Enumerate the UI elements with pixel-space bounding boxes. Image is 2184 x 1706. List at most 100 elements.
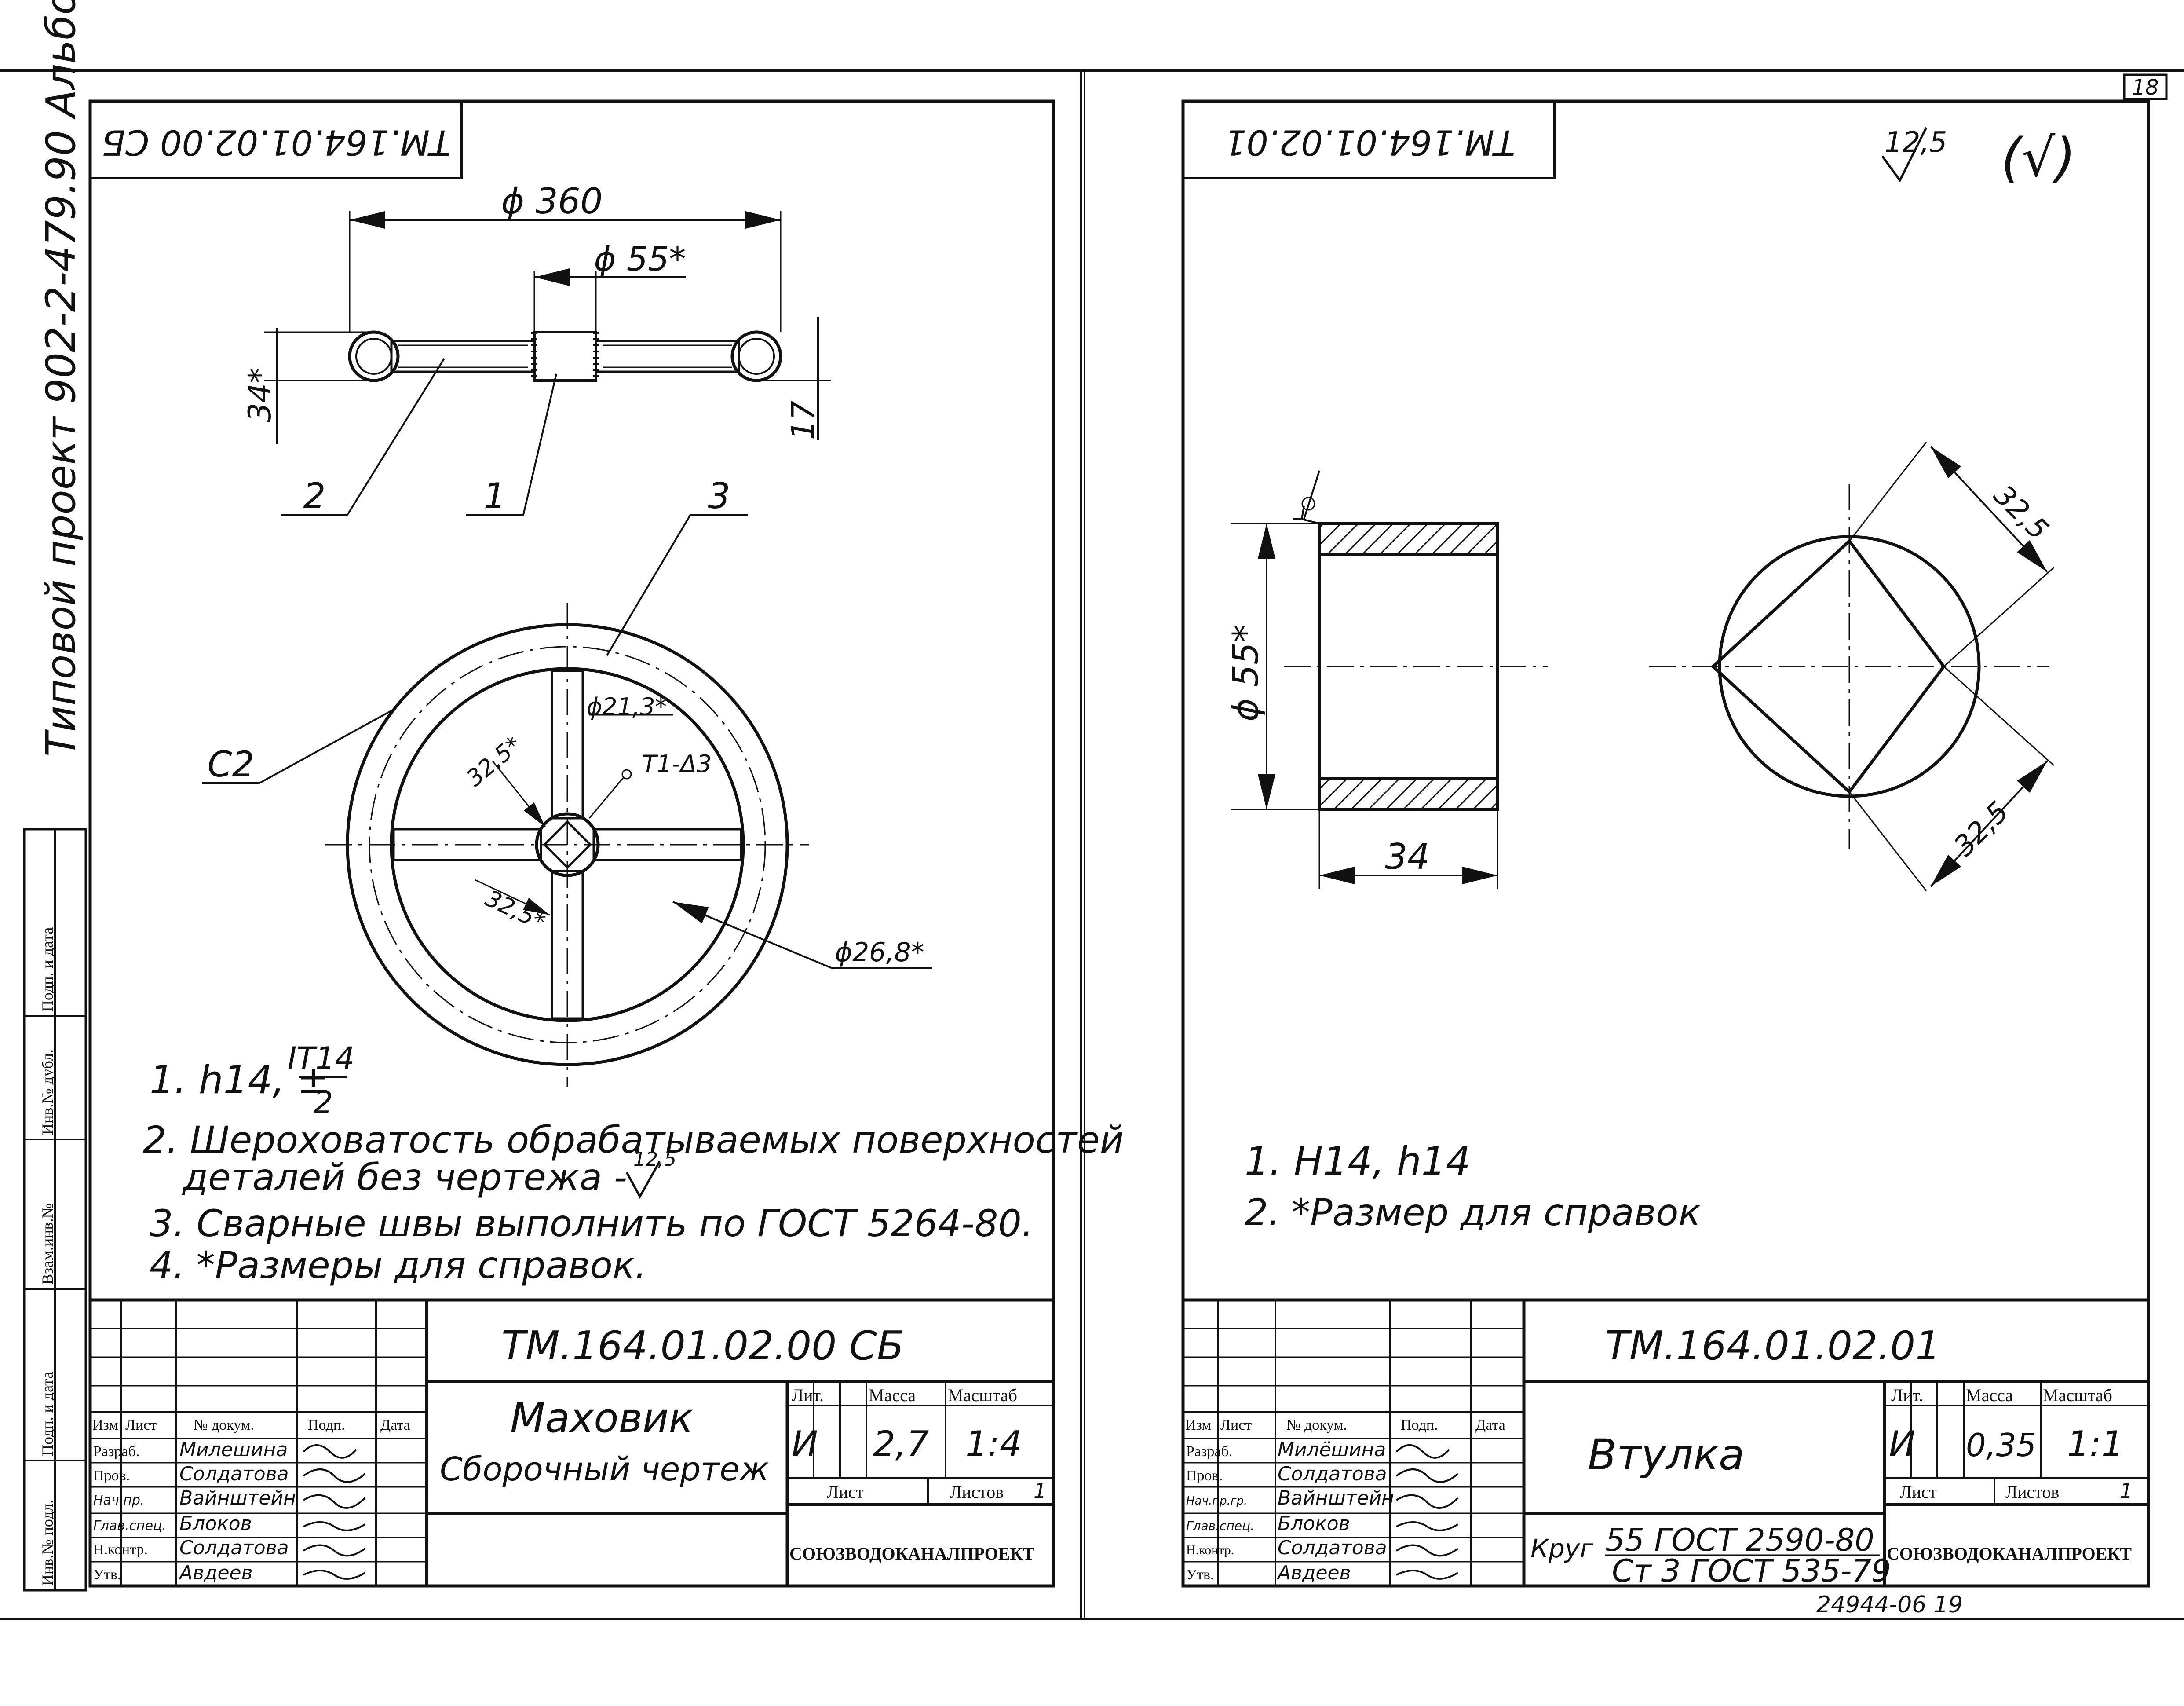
tb2-role-1: Разраб. bbox=[1186, 1443, 1232, 1460]
margin-label-3: Взам.инв.№ bbox=[39, 1203, 56, 1285]
tb2-lit-label: Лит. bbox=[1891, 1385, 1923, 1405]
dim-d213: ϕ21,3* bbox=[587, 693, 667, 721]
dim-h17: 17 bbox=[785, 401, 821, 440]
tb2-mass-label: Масса bbox=[1966, 1385, 2013, 1405]
tb2-mass: 0,35 bbox=[1966, 1427, 2036, 1464]
tb2-lit: И bbox=[1889, 1424, 1915, 1464]
tb1-role-4: Глав.спец. bbox=[93, 1518, 166, 1534]
tb1-name-5: Солдатова bbox=[179, 1537, 289, 1559]
tb1-hdr-doc: № докум. bbox=[194, 1417, 254, 1433]
tb2-org: СОЮЗВОДОКАНАЛПРОЕКТ bbox=[1887, 1544, 2132, 1563]
tb2-material-3: Ст 3 ГОСТ 535-79 bbox=[1612, 1553, 1891, 1589]
tb1-hdr-list: Лист bbox=[125, 1417, 157, 1433]
dim-d55: ϕ 55* bbox=[594, 239, 686, 278]
tb2-name-3: Вайнштейн bbox=[1278, 1487, 1394, 1509]
tb1-hdr-izm: Изм bbox=[92, 1417, 118, 1433]
tb1-hdr-sign: Подп. bbox=[308, 1417, 345, 1433]
tb1-name-sub: Сборочный чертеж bbox=[440, 1450, 769, 1488]
dim-d360: ϕ 360 bbox=[501, 181, 603, 222]
bushing-end-view: 32,5 32,5 bbox=[1649, 442, 2055, 891]
tb2-name-2: Солдатова bbox=[1278, 1463, 1387, 1485]
callout-2: 2 bbox=[303, 476, 326, 516]
footer-number: 24944-06 19 bbox=[1816, 1592, 1963, 1618]
tb1-scale-label: Масштаб bbox=[948, 1385, 1017, 1405]
left-margin-table: Подп. и дата Инв.№ дубл. Взам.инв.№ Подп… bbox=[23, 828, 87, 1592]
note-4: 4. *Размеры для справок. bbox=[150, 1244, 646, 1287]
tb2-role-4: Глав.спец. bbox=[1186, 1519, 1254, 1533]
tb2-sheets-label: Листов bbox=[2005, 1482, 2059, 1502]
margin-label-2: Инв.№ дубл. bbox=[39, 1049, 56, 1135]
tb2-sheet-label: Лист bbox=[1900, 1482, 1937, 1502]
tb1-lit: И bbox=[792, 1424, 818, 1464]
note-2b: деталей без чертежа - bbox=[182, 1156, 627, 1199]
margin-label-5: Инв.№ подл. bbox=[39, 1500, 56, 1586]
note-3: 3. Сварные швы выполнить по ГОСТ 5264-80… bbox=[150, 1202, 1034, 1245]
dim-s325b: 32,5* bbox=[482, 885, 549, 935]
sheet-2-note-1: 1. H14, h14 bbox=[1245, 1139, 1471, 1184]
chamfer-callout: C2 bbox=[208, 744, 255, 785]
tb2-sheets: 1 bbox=[2120, 1479, 2133, 1503]
sheet-2-note-2: 2. *Размер для справок bbox=[1245, 1191, 1701, 1234]
note-1-numerator: IT14 bbox=[288, 1040, 354, 1076]
tb1-org: СОЮЗВОДОКАНАЛПРОЕКТ bbox=[789, 1544, 1034, 1563]
tb2-code: ТМ.164.01.02.01 bbox=[1605, 1323, 1940, 1369]
tb2-scale-label: Масштаб bbox=[2043, 1385, 2112, 1405]
flywheel-side-view: ϕ 360 ϕ 55* 34* 17 bbox=[242, 181, 831, 444]
bushing-section-view: ϕ 55* 34 bbox=[1225, 470, 1548, 889]
tb1-scale: 1:4 bbox=[965, 1424, 1022, 1464]
tb2-role-5: Н.контр. bbox=[1186, 1543, 1234, 1557]
tb2-hdr-list: Лист bbox=[1220, 1417, 1252, 1433]
tb1-role-2: Пров. bbox=[93, 1468, 130, 1484]
tb2-material-1: Круг bbox=[1530, 1534, 1593, 1563]
tb2-hdr-sign: Подп. bbox=[1401, 1417, 1438, 1433]
callout-1: 1 bbox=[484, 476, 506, 516]
tb2-name-1: Милёшина bbox=[1278, 1439, 1386, 1461]
tb2-role-6: Утв. bbox=[1186, 1567, 1214, 1583]
tb1-sheet-label: Лист bbox=[827, 1482, 864, 1502]
tb1-sheets-label: Листов bbox=[950, 1482, 1004, 1502]
sheet-2-title-block: Изм Лист № докум. Подп. Дата Разраб. Про… bbox=[1181, 1298, 2150, 1589]
tb2-role-3: Нач.пр.гр. bbox=[1186, 1494, 1247, 1508]
note-2-roughness: 12,5 bbox=[633, 1148, 676, 1171]
tb2-hdr-date: Дата bbox=[1475, 1417, 1505, 1433]
tb2-name-5: Солдатова bbox=[1278, 1537, 1387, 1559]
tb2-hdr-izm: Изм bbox=[1185, 1417, 1211, 1433]
weld-symbol: T1-Δ3 bbox=[642, 750, 712, 778]
callouts: 2 1 3 bbox=[281, 358, 748, 656]
bushing-dim-len34: 34 bbox=[1385, 836, 1430, 877]
sheet-2: ТМ.164.01.02.01 12,5 (√) ϕ 55* 3 bbox=[1181, 99, 2150, 1589]
tb1-name-4: Блоков bbox=[179, 1512, 252, 1535]
tb1-mass: 2,7 bbox=[873, 1424, 929, 1464]
tb1-role-1: Разраб. bbox=[93, 1443, 139, 1460]
tb2-name: Втулка bbox=[1588, 1430, 1745, 1479]
flywheel-front-view: C2 ϕ21,3* 32,5* T1-Δ3 32,5* ϕ26,8* bbox=[202, 603, 932, 1087]
page-number-box bbox=[2123, 73, 2168, 100]
sheet-1-title-block: Изм Лист № докум. Подп. Дата Разраб. Про… bbox=[88, 1298, 1055, 1588]
tb1-name-1: Милешина bbox=[179, 1439, 288, 1461]
roughness-value: 12,5 bbox=[1885, 126, 1947, 159]
tb2-name-6: Авдеев bbox=[1276, 1562, 1351, 1584]
note-1-denominator: 2 bbox=[314, 1084, 333, 1120]
tb1-role-6: Утв. bbox=[93, 1567, 121, 1583]
callout-3: 3 bbox=[708, 476, 730, 516]
tb1-mass-label: Масса bbox=[869, 1385, 916, 1405]
tb1-name-2: Солдатова bbox=[179, 1463, 289, 1485]
margin-label-4: Подп. и дата bbox=[39, 1372, 56, 1456]
sheet-1-notes: 1. h14, ± IT14 2 2. Шероховатость обраба… bbox=[143, 1040, 1124, 1287]
roughness-general: (√) bbox=[2001, 128, 2076, 189]
page-number: 18 bbox=[2132, 75, 2158, 100]
tb1-role-5: Н.контр. bbox=[93, 1541, 148, 1558]
sheet-1-code-box: ТМ.164.01.02.00 СБ bbox=[102, 122, 451, 162]
tb2-hdr-doc: № докум. bbox=[1286, 1417, 1347, 1433]
sheet-1: ТМ.164.01.02.00 СБ ϕ 360 bbox=[88, 99, 1124, 1588]
tb1-lit-label: Лит. bbox=[792, 1385, 824, 1405]
sheet-2-code-box: ТМ.164.01.02.01 bbox=[1225, 122, 1516, 162]
side-stamp: Типовой проект 902-2-479.90 Альбом 6 bbox=[37, 0, 84, 757]
tb1-name-6: Авдеев bbox=[178, 1562, 253, 1584]
dim-d268: ϕ26,8* bbox=[835, 937, 924, 968]
dim-h34: 34* bbox=[242, 368, 278, 422]
tb2-material-2: 55 ГОСТ 2590-80 bbox=[1605, 1522, 1874, 1558]
tb2-name-4: Блоков bbox=[1278, 1512, 1350, 1535]
tb1-sheets: 1 bbox=[1034, 1479, 1046, 1503]
